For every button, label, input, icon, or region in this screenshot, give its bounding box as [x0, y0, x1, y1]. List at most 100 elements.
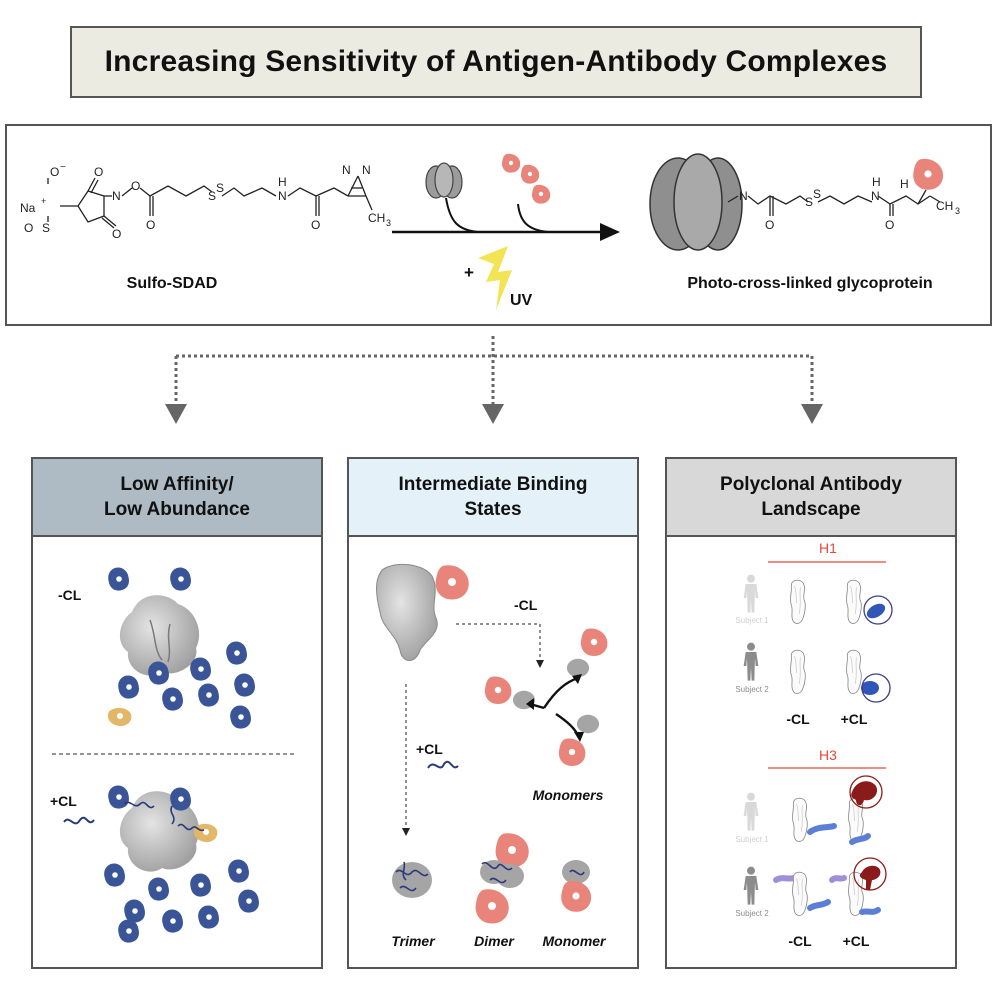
p3-subject2-h1-icon	[743, 642, 759, 681]
title-box: Increasing Sensitivity of Antigen-Antibo…	[70, 26, 922, 98]
atom-o-prod2: O	[885, 218, 894, 232]
panel-header-low-affinity: Low Affinity/ Low Abundance	[33, 459, 321, 537]
arrowhead-right-icon	[801, 404, 823, 424]
uv-lightning-icon	[478, 246, 512, 310]
atom-n-diazirine1: N	[342, 163, 351, 177]
atom-h-prod-c: H	[900, 177, 909, 191]
reaction-arrow	[392, 197, 620, 241]
atom-n-diazirine2: N	[362, 163, 371, 177]
p2-monomer	[561, 860, 592, 912]
p3-protein-h1-s2-plus	[846, 649, 862, 694]
product-label: Photo-cross-linked glycoprotein	[687, 275, 932, 292]
arrowhead-center-icon	[482, 404, 504, 424]
p3-h1-minus-cl: -CL	[786, 711, 810, 727]
atom-o-so3: O	[24, 221, 33, 235]
p3-protein-h1-s1-minus	[790, 579, 806, 624]
atom-o-amide: O	[311, 218, 320, 232]
p1-minus-cl-label: -CL	[58, 587, 82, 603]
p1-gray-antigen-top	[119, 595, 200, 676]
reaction-panel	[5, 124, 992, 326]
panel-header-line1: Low Affinity/	[120, 474, 234, 495]
panel-header-line1: Polyclonal Antibody	[720, 474, 902, 495]
small-fab-group	[501, 153, 551, 204]
atom-n-lys: N	[739, 189, 748, 203]
panel-polyclonal: Polyclonal Antibody Landscape	[665, 457, 957, 969]
panel-intermediate-binding: Intermediate Binding States	[347, 457, 639, 969]
product-atoms: N O S S N H O H CH 3	[739, 175, 960, 232]
panel-header-line2: Landscape	[761, 499, 861, 520]
atom-o-ester-carbonyl: O	[146, 218, 155, 232]
p2-trimer-label: Trimer	[391, 933, 436, 949]
atom-s-so3: S	[42, 221, 50, 235]
p3-subject1-h3-label: Subject 1	[735, 835, 769, 844]
product-linker	[727, 189, 941, 216]
p2-plus-cl-label: +CL	[416, 741, 443, 757]
p3-subject1-h1-icon	[743, 574, 759, 613]
panel-header-intermediate: Intermediate Binding States	[349, 459, 637, 537]
atom-na: Na	[20, 201, 36, 215]
atom-h-prod-n: H	[872, 175, 881, 189]
atom-minus: −	[60, 162, 66, 173]
atom-s-prod1: S	[805, 195, 813, 209]
p2-monomers-label: Monomers	[533, 787, 604, 803]
atom-s-prod2: S	[813, 187, 821, 201]
uv-label: UV	[510, 292, 533, 309]
p3-subject2-h3-icon	[743, 866, 759, 905]
p1-gray-antigen-bottom	[119, 791, 200, 872]
panel-header-polyclonal: Polyclonal Antibody Landscape	[667, 459, 955, 537]
p1-gold-antibody-top	[107, 707, 132, 727]
arrowhead-left-icon	[165, 404, 187, 424]
small-gray-trimer	[425, 162, 463, 199]
dotted-connectors	[174, 336, 814, 404]
p3-protein-h3-s2-minus	[792, 871, 808, 916]
panel-header-line2: States	[464, 499, 522, 520]
p3-subject1-h3-icon	[743, 792, 759, 831]
panel-header-line1: Intermediate Binding	[398, 474, 588, 495]
p1-plus-cl-label: +CL	[50, 793, 77, 809]
p3-protein-h3-s1-minus	[792, 797, 808, 842]
atom-o-carbonyl1: O	[94, 165, 103, 179]
sulfo-sdad-structure	[47, 175, 373, 229]
p3-subject2-h3-label: Subject 2	[735, 909, 769, 918]
p3-h1-label: H1	[819, 540, 837, 556]
panel-header-line2: Low Abundance	[103, 499, 251, 520]
p2-monomers-cluster	[484, 628, 608, 766]
p3-h3-label: H3	[819, 747, 837, 763]
p3-protein-h3-s2-plus	[848, 871, 864, 916]
atom-h-amide: H	[278, 175, 287, 189]
p3-h1-plus-cl: +CL	[841, 711, 868, 727]
atom-s1: S	[208, 189, 216, 203]
reagent-label: Sulfo-SDAD	[127, 275, 218, 292]
p2-dimer	[475, 833, 529, 924]
atom-ch3-prod-sub: 3	[955, 206, 960, 216]
p3-h3-minus-cl: -CL	[788, 933, 812, 949]
p3-protein-h1-s2-minus	[790, 649, 806, 694]
p2-fab-bound	[435, 565, 469, 600]
connector-arrowheads	[165, 404, 823, 424]
atom-o-minus: O	[50, 165, 59, 179]
p3-subject2-h1-label: Subject 2	[735, 685, 769, 694]
p3-subject1-h1-label: Subject 1	[735, 616, 769, 625]
p2-monomer-label: Monomer	[543, 933, 608, 949]
p1-crosslinker-icon	[63, 816, 95, 825]
panel-low-affinity: Low Affinity/ Low Abundance	[31, 457, 323, 969]
p2-trimer	[392, 861, 432, 898]
p2-minus-cl-label: -CL	[514, 597, 538, 613]
atom-ch3-prod: CH	[936, 199, 953, 213]
p3-h3-plus-cl: +CL	[843, 933, 870, 949]
atom-na-charge: +	[41, 196, 46, 206]
p2-crosslinker-icon	[427, 760, 459, 769]
atom-n-succinimide: N	[112, 189, 121, 203]
atom-n-amide: N	[278, 189, 287, 203]
plus-sign: +	[464, 263, 474, 282]
large-gray-trimer	[649, 153, 743, 251]
atom-n-prod: N	[871, 189, 880, 203]
p1-crosslinks	[123, 801, 205, 832]
atom-o-carbonyl2: O	[112, 227, 121, 241]
atom-ch3-sub: 3	[386, 218, 391, 228]
atom-s2: S	[216, 181, 224, 195]
atom-ch3: CH	[368, 211, 385, 225]
atom-o-prod1: O	[765, 218, 774, 232]
atom-o-ester: O	[131, 179, 140, 193]
